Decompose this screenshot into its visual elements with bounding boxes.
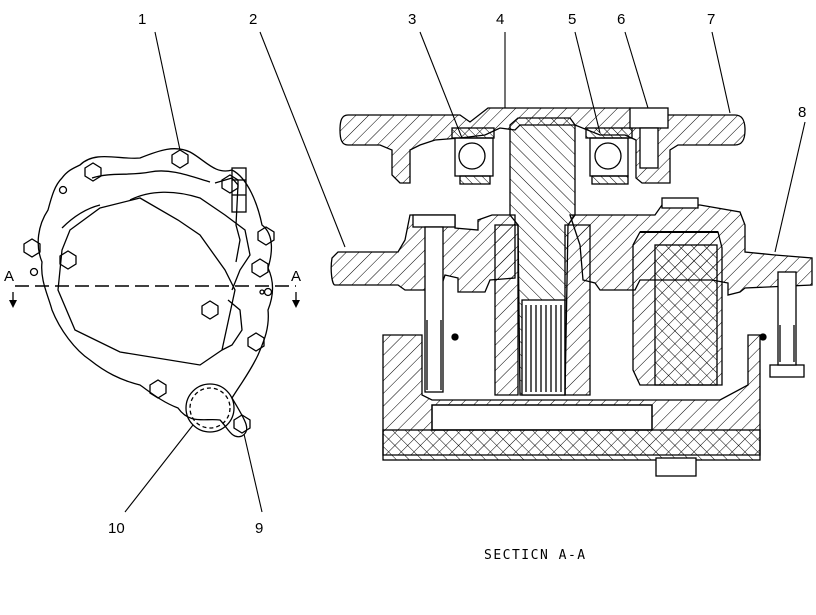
callout-1: 1 [138, 11, 146, 28]
end-view [23, 148, 275, 438]
main-housing-left [330, 214, 516, 293]
callout-3: 3 [408, 11, 416, 28]
callout-9: 9 [255, 520, 263, 537]
top-plug [661, 197, 699, 209]
section-mark-left: A [4, 268, 14, 285]
section-line: A A [4, 268, 301, 308]
callout-5: 5 [568, 11, 576, 28]
bearing-left [454, 137, 494, 177]
callout-7: 7 [707, 11, 715, 28]
callouts: 1 2 3 4 5 6 7 8 9 10 [108, 11, 806, 537]
bolt-hex [171, 149, 189, 169]
callout-10: 10 [108, 520, 125, 537]
callout-4: 4 [496, 11, 504, 28]
port-circle [185, 383, 235, 433]
gear-housing [57, 197, 236, 366]
callout-8: 8 [798, 104, 806, 121]
drive-gear [494, 224, 519, 396]
callout-6: 6 [617, 11, 625, 28]
section-mark-right: A [291, 268, 301, 285]
callout-2: 2 [249, 11, 257, 28]
section-view [330, 107, 813, 477]
bearing-right [589, 137, 629, 177]
section-caption: SECTICN A-A [484, 548, 587, 563]
bottom-plug [655, 457, 697, 477]
leader-lines [124, 31, 806, 513]
bolt-right [769, 271, 805, 378]
bolt-top-6 [629, 107, 669, 169]
shaft-spline [521, 299, 566, 396]
bolt-left [412, 214, 456, 393]
